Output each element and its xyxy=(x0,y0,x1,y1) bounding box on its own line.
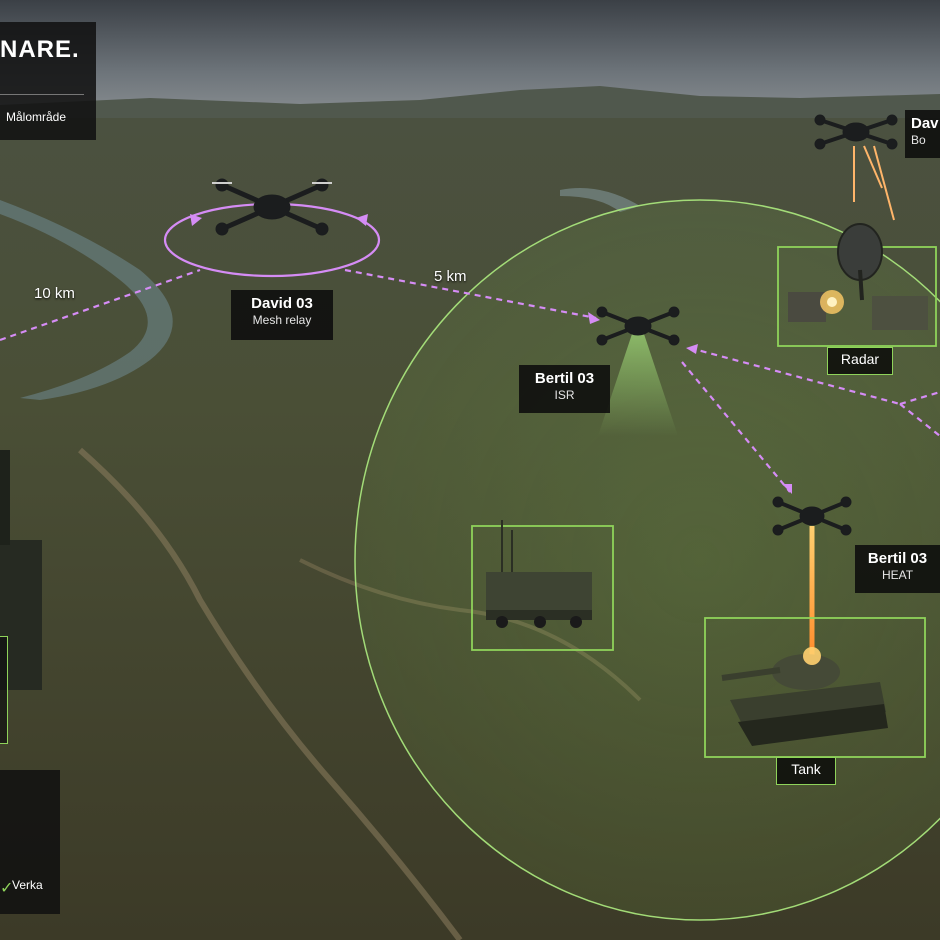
mesh-links xyxy=(0,268,940,493)
drone-label-relay: David 03 Mesh relay xyxy=(231,290,333,340)
drone-label-bomber: Dav Bo xyxy=(905,110,940,158)
header-divider xyxy=(0,94,84,95)
drone-name: Bertil 03 xyxy=(867,550,928,567)
truck xyxy=(486,520,592,628)
drone-role: HEAT xyxy=(881,568,914,582)
drone-role: Mesh relay xyxy=(252,313,312,327)
drone-label-heat: Bertil 03 HEAT xyxy=(855,545,940,593)
orbit-arrow-left xyxy=(190,214,202,226)
target-tag-tank: Tank xyxy=(776,757,836,785)
target-tag-radar: Radar xyxy=(827,347,893,375)
link-relay-isr xyxy=(344,268,597,320)
drone-name: David 03 xyxy=(251,295,313,312)
river xyxy=(0,200,173,400)
drone-role: Bo xyxy=(911,133,926,147)
drone-name: Bertil 03 xyxy=(534,370,595,387)
header-title: NARE. xyxy=(0,36,80,63)
truck-target-box xyxy=(471,525,614,651)
river-upper xyxy=(560,188,640,212)
orbit-arrow-right xyxy=(356,214,368,226)
link-isr-east xyxy=(689,346,901,406)
radar-site xyxy=(788,223,928,330)
check-icon: ✓ xyxy=(0,880,14,897)
distance-near: 5 km xyxy=(434,268,467,285)
header-subtitle: Målområde xyxy=(6,110,67,124)
link-relay-west xyxy=(0,268,201,342)
arrow-isr xyxy=(588,312,600,324)
comm-tower-mast xyxy=(0,450,10,545)
link-east-lower xyxy=(899,403,940,437)
link-east-upper xyxy=(899,390,940,406)
drone-name: Dav xyxy=(911,115,939,132)
side-panel-mid xyxy=(0,636,8,744)
tank xyxy=(721,647,888,746)
drone-relay xyxy=(212,178,332,236)
drone-heat xyxy=(772,496,852,661)
drone-label-isr: Bertil 03 ISR xyxy=(519,365,610,413)
drone-role: ISR xyxy=(554,388,575,402)
arrow-heat xyxy=(782,484,792,494)
header-panel: NARE. Målområde xyxy=(0,22,96,140)
dirt-track xyxy=(78,447,463,940)
distance-far: 10 km xyxy=(34,285,75,302)
engage-label[interactable]: Verka xyxy=(12,878,43,892)
bottom-panel: ✓ Verka xyxy=(0,770,60,914)
arrow-isr-from-east xyxy=(686,344,698,354)
drone-isr xyxy=(596,306,680,436)
drone-bomber xyxy=(814,114,898,221)
